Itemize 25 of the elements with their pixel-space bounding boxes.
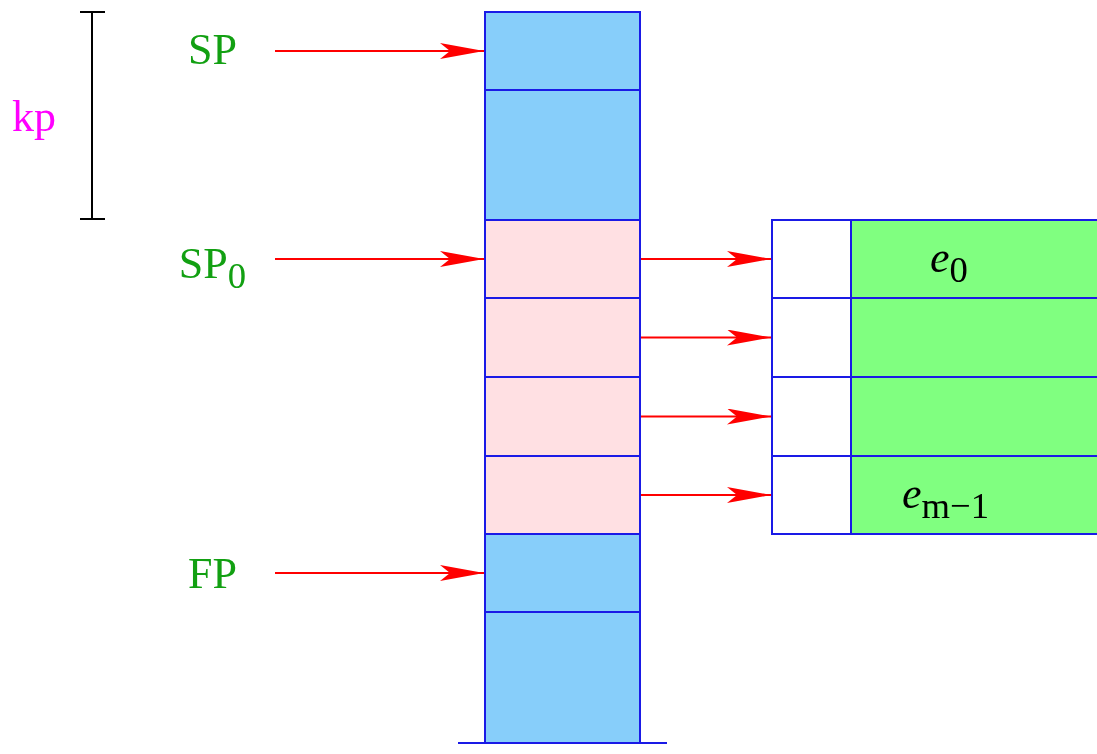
pointer-label: SP [150,28,275,72]
heap-cell [850,376,1097,457]
arrow [640,251,772,267]
arrow [274,43,485,59]
stack-cell [484,611,641,744]
stack-cell [484,455,641,535]
heap-cell: e$_{0}$ [850,219,1097,299]
pointer-cell [771,455,852,535]
heap-cell [850,297,1097,378]
arrow [274,565,485,581]
stack-cell [484,219,641,299]
stack-cell [484,533,641,613]
arrow [274,251,485,267]
pointer-label: FP [150,552,275,596]
stack-cell [484,297,641,378]
arrow [640,487,772,503]
pointer-label: SP$_{0}$ [150,238,275,298]
heap-cell: e$_{m−1}$ [850,455,1097,535]
arrow [640,408,772,425]
stack-cell [484,89,641,221]
pointer-cell [771,219,852,299]
dimension-label: kp [12,95,56,139]
stack-cell [484,376,641,457]
stack-cell [484,11,641,91]
arrow [640,329,772,346]
